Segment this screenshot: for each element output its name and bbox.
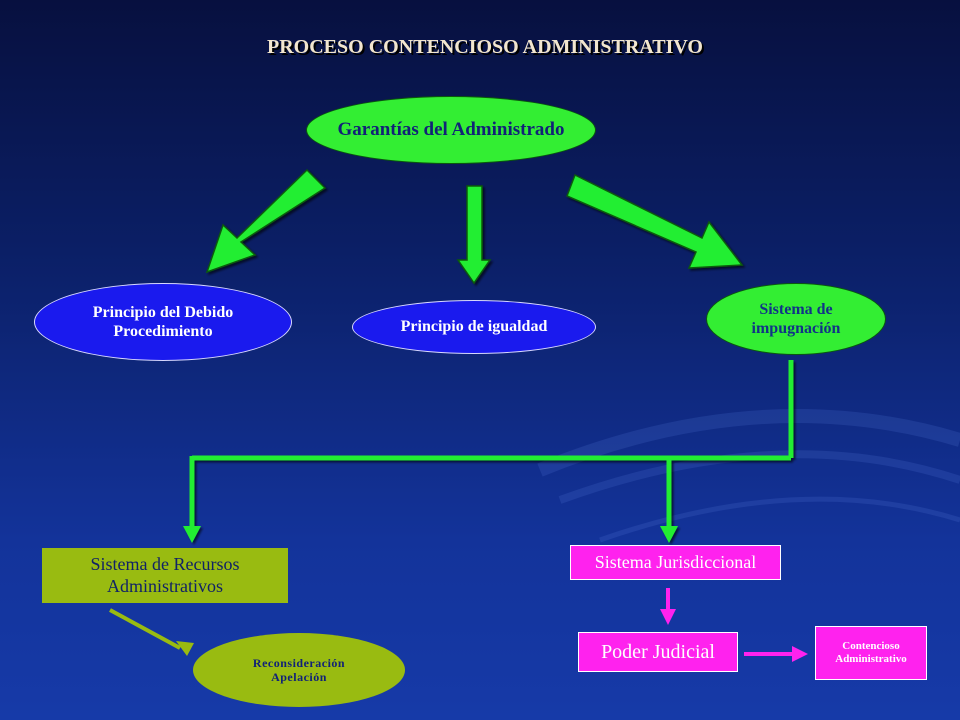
node-contencioso-line1: Contencioso <box>842 639 900 652</box>
connector-jurisdiccional-poder <box>660 588 676 625</box>
background-swoosh <box>537 409 960 543</box>
node-debido-line2: Procedimiento <box>113 323 213 340</box>
node-poder-judicial-label: Poder Judicial <box>601 641 715 663</box>
node-igualdad: Principio de igualdad <box>352 300 596 354</box>
node-poder-judicial: Poder Judicial <box>578 632 738 672</box>
connector-impugnacion-branch <box>183 360 794 543</box>
node-garantias-label: Garantías del Administrado <box>337 118 565 140</box>
node-jurisdiccional-label: Sistema Jurisdiccional <box>594 551 757 572</box>
node-contencioso-line2: Administrativo <box>835 653 907 665</box>
connector-recursos-reconsideracion <box>109 608 194 656</box>
node-impugnacion-line1: Sistema de <box>759 300 833 318</box>
node-igualdad-label: Principio de igualdad <box>400 318 548 336</box>
node-reconsideracion-line1: Reconsideración <box>252 655 346 670</box>
connector-poder-contencioso <box>744 646 808 662</box>
arrow-to-debido <box>205 168 327 274</box>
node-debido-line1: Principio del Debido <box>92 303 234 321</box>
node-impugnacion-line2: impugnación <box>751 320 841 337</box>
node-recursos-line1: Sistema de Recursos <box>90 553 240 574</box>
node-reconsideracion: Reconsideración Apelación <box>193 633 405 707</box>
node-sistema-jurisdiccional: Sistema Jurisdiccional <box>570 545 781 580</box>
page-title: PROCESO CONTENCIOSO ADMINISTRATIVO <box>267 36 703 58</box>
node-debido-procedimiento: Principio del Debido Procedimiento <box>34 283 292 361</box>
node-garantias: Garantías del Administrado <box>306 96 596 164</box>
arrow-to-igualdad <box>456 185 492 285</box>
arrow-to-impugnacion <box>566 173 744 269</box>
node-contencioso-administrativo: Contencioso Administrativo <box>815 626 927 680</box>
node-reconsideracion-line2: Apelación <box>271 670 327 684</box>
node-recursos-line2: Administrativos <box>107 575 223 596</box>
node-impugnacion: Sistema de impugnación <box>706 283 886 355</box>
node-recursos-administrativos: Sistema de Recursos Administrativos <box>42 548 288 603</box>
